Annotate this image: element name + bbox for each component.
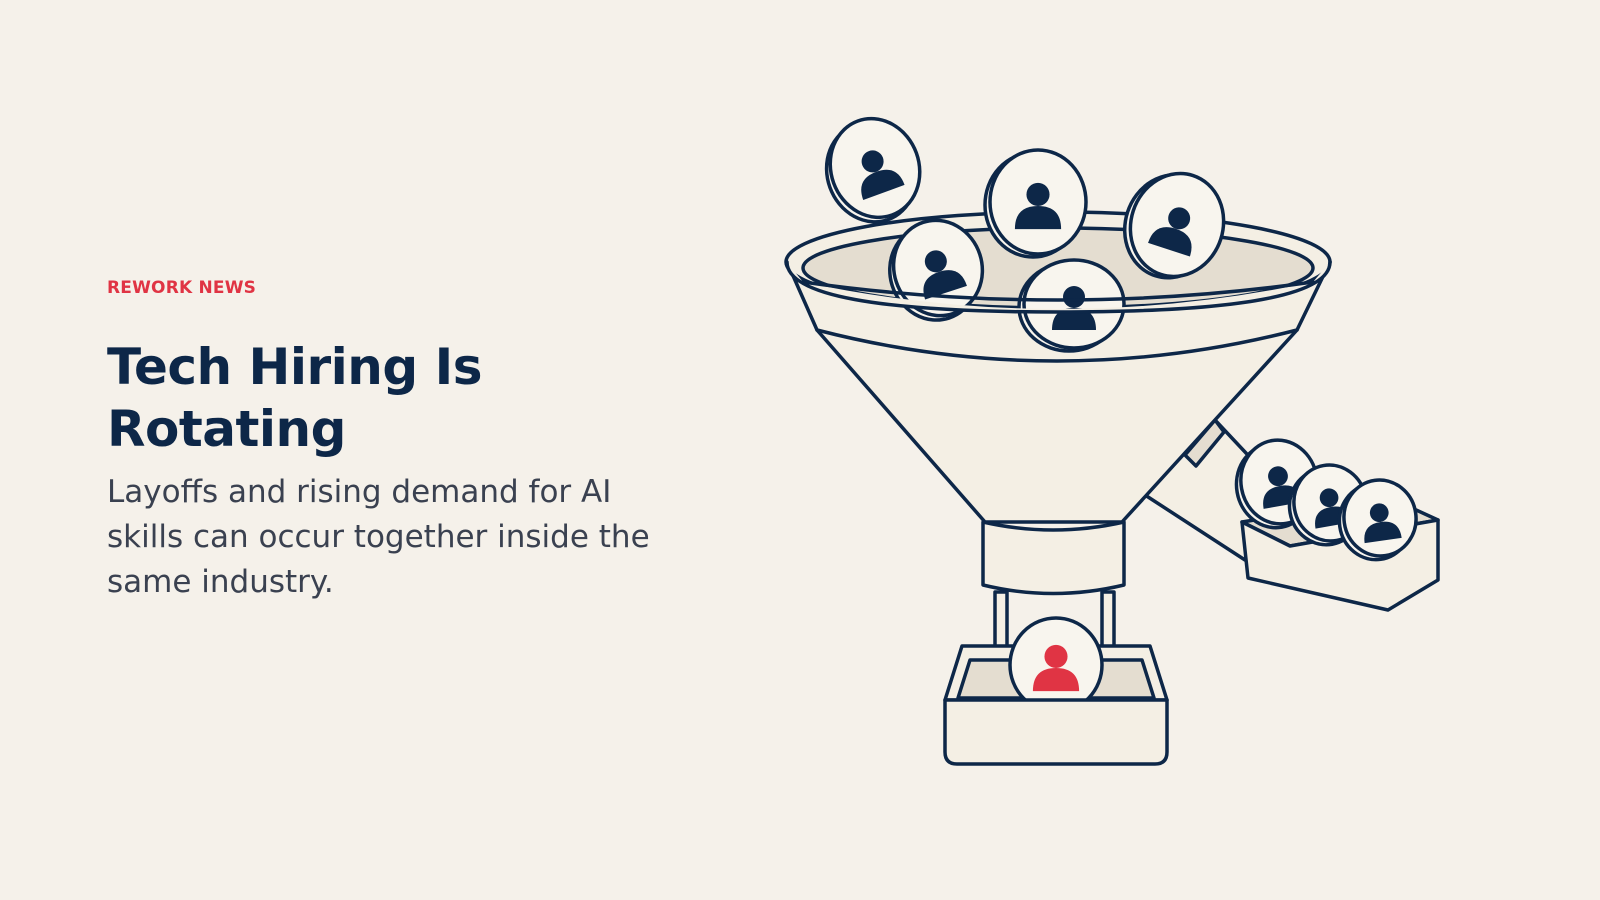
person-token-icon: [1337, 478, 1418, 562]
eyebrow-label: REWORK NEWS: [107, 278, 257, 298]
headline: Tech Hiring Is Rotating: [107, 338, 482, 458]
output-bin-front: [943, 698, 1169, 766]
person-token-icon: [1122, 171, 1226, 280]
selected-person-token-icon: [1008, 616, 1104, 714]
funnel-rim-front: [785, 260, 1332, 314]
falling-tokens: [824, 116, 1226, 280]
person-token-icon: [1017, 258, 1126, 353]
funnel-tokens: [888, 218, 1126, 353]
tray-tokens: [1234, 438, 1418, 562]
funnel-neck: [981, 520, 1126, 596]
funnel-with-person-tokens-icon: [784, 116, 1440, 766]
person-token-icon: [824, 116, 922, 224]
person-token-icon: [983, 148, 1088, 259]
subheadline: Layoffs and rising demand for AI skills …: [107, 474, 650, 600]
article-header: REWORK NEWS Tech Hiring Is Rotating Layo…: [107, 276, 667, 605]
